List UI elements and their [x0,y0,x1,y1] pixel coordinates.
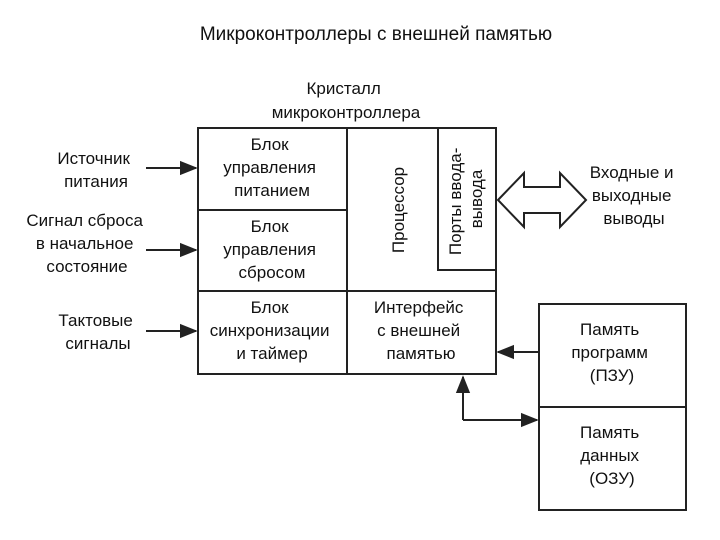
input-text-line: в начальное [36,234,134,253]
program-memory-label: Память программ (ПЗУ) [571,320,652,385]
block-text-line: Блок [251,217,290,236]
block-text-line: питанием [234,181,310,200]
diagram-title: Микроконтроллеры с внешней памятью [200,24,552,45]
block-text-line: памятью [387,344,456,363]
data-memory-box [538,406,687,511]
block-text-line: Блок [251,135,290,154]
block-text-line: управления [223,158,316,177]
input-text-line: сигналы [65,334,130,353]
block-sync-timer: Блок синхронизации и таймер [210,298,334,363]
block-text-line: управления [223,240,316,259]
io-text-line: Входные и [590,163,674,182]
crystal-label-line: микроконтроллера [272,103,421,122]
input-clock-label: Тактовые сигналы [58,311,137,353]
data-memory-label: Память данных (ОЗУ) [580,423,644,488]
block-processor: Процессор [389,167,408,253]
block-text-line: Порты ввода- [446,148,465,255]
io-double-arrow [496,170,588,230]
memory-text-line: Память [580,423,639,442]
input-text-line: Сигнал сброса [26,211,143,230]
block-reset-management: Блок управления сбросом [223,217,320,282]
block-text-line: вывода [467,169,486,228]
block-text-line: Блок [251,298,290,317]
program-memory-box [538,303,687,408]
io-ports-box [437,127,497,271]
io-text-line: выводы [603,209,664,228]
input-reset-label: Сигнал сброса в начальное состояние [26,211,147,276]
memory-text-line: (ПЗУ) [590,366,634,385]
input-text-line: состояние [46,257,127,276]
input-text-line: питания [64,172,128,191]
block-text-line: Интерфейс [374,298,464,317]
memory-text-line: данных [580,446,639,465]
block-text-line: с внешней [377,321,460,340]
io-pins-label: Входные и выходные выводы [590,163,678,228]
input-text-line: Источник [57,149,130,168]
input-text-line: Тактовые [58,311,132,330]
block-power-management: Блок управления питанием [223,135,320,200]
block-text-line: и таймер [236,344,307,363]
memory-text-line: (ОЗУ) [589,469,634,488]
memory-text-line: программ [571,343,648,362]
block-external-interface: Интерфейс с внешней памятью [374,298,468,363]
block-text-line: синхронизации [210,321,330,340]
block-text-line: сбросом [239,263,306,282]
input-power-label: Источник питания [57,149,134,191]
memory-text-line: Память [580,320,639,339]
crystal-label-line: Кристалл [307,79,381,98]
crystal-label: Кристалл микроконтроллера [272,79,421,122]
io-text-line: выходные [592,186,672,205]
block-io-ports: Порты ввода- вывода [446,143,486,255]
